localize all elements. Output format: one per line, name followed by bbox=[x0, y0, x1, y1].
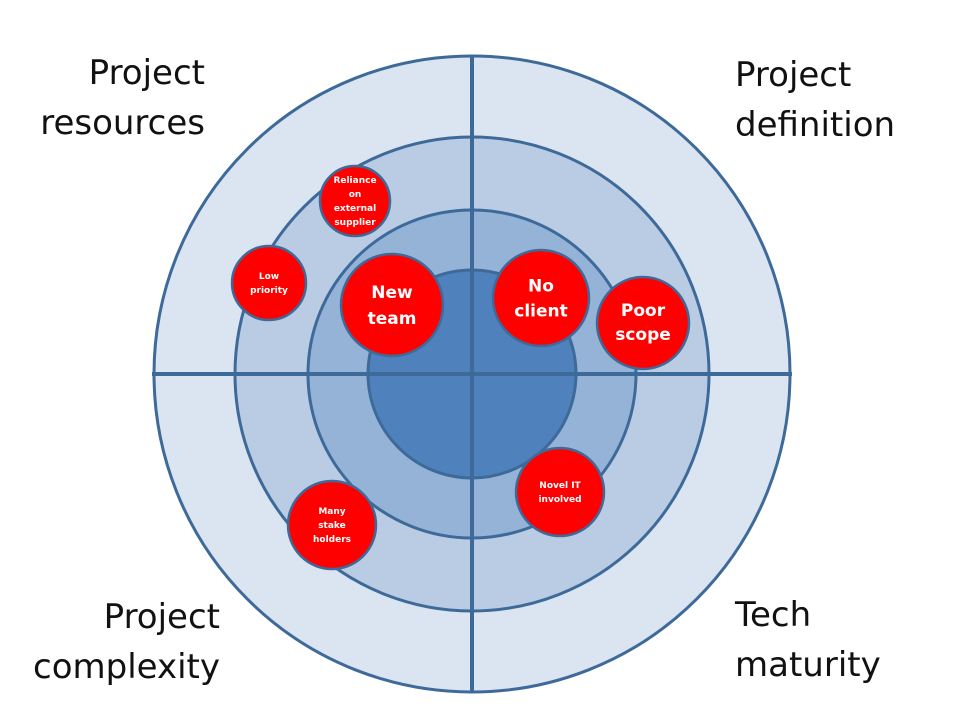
risk-label-line: Low bbox=[259, 272, 279, 282]
quadrant-label-line: complexity bbox=[33, 647, 220, 687]
risk-no-client: No client bbox=[491, 248, 591, 348]
quadrant-label-line: maturity bbox=[735, 645, 881, 685]
quadrant-label-tech-maturity: Tech maturity bbox=[735, 590, 955, 690]
risk-label-line: No bbox=[528, 276, 554, 296]
quadrant-label-line: definition bbox=[735, 105, 896, 145]
risk-label-line: Many bbox=[318, 507, 345, 517]
risk-label-line: stake bbox=[318, 521, 346, 531]
quadrant-label-project-resources: Project resources bbox=[20, 48, 205, 148]
risk-label-line: priority bbox=[250, 286, 288, 296]
risk-many-stake-holders: Many stake holders bbox=[286, 479, 378, 571]
risk-new-team: New team bbox=[339, 252, 445, 358]
risk-label-line: scope bbox=[615, 325, 671, 345]
risk-label-line: New bbox=[371, 283, 413, 303]
quadrant-label-line: Project bbox=[88, 53, 205, 93]
quadrant-label-project-complexity: Project complexity bbox=[20, 592, 220, 692]
risk-label-line: team bbox=[368, 309, 417, 329]
quadrant-label-line: resources bbox=[40, 103, 205, 143]
risk-label-line: external bbox=[334, 204, 376, 214]
risk-bubble bbox=[230, 244, 308, 322]
risk-label-line: client bbox=[514, 301, 568, 321]
risk-low-priority: Low priority bbox=[230, 244, 308, 322]
risk-label-line: Novel IT bbox=[539, 481, 581, 491]
risk-poor-scope: Poor scope bbox=[595, 275, 691, 371]
quadrant-label-project-definition: Project definition bbox=[735, 50, 955, 150]
quadrant-label-line: Project bbox=[735, 55, 852, 95]
quadrant-label-line: Project bbox=[103, 597, 220, 637]
risk-bubble bbox=[514, 446, 606, 538]
risk-label-line: holders bbox=[313, 535, 351, 545]
quadrant-label-line: Tech bbox=[735, 595, 812, 635]
risk-bubble bbox=[318, 164, 392, 238]
risk-label-line: Poor bbox=[621, 301, 666, 321]
risk-label-line: on bbox=[349, 190, 362, 200]
risk-label-line: supplier bbox=[334, 218, 376, 228]
risk-bubble bbox=[286, 479, 378, 571]
risk-novel-it-involved: Novel IT involved bbox=[514, 446, 606, 538]
risk-reliance-on-external-supplier: Reliance on external supplier bbox=[318, 164, 392, 238]
risk-bubble bbox=[595, 275, 691, 371]
risk-label-line: Reliance bbox=[333, 176, 376, 186]
risk-label-line: involved bbox=[538, 495, 581, 505]
risk-bubble bbox=[491, 248, 591, 348]
risk-bubble bbox=[339, 252, 445, 358]
